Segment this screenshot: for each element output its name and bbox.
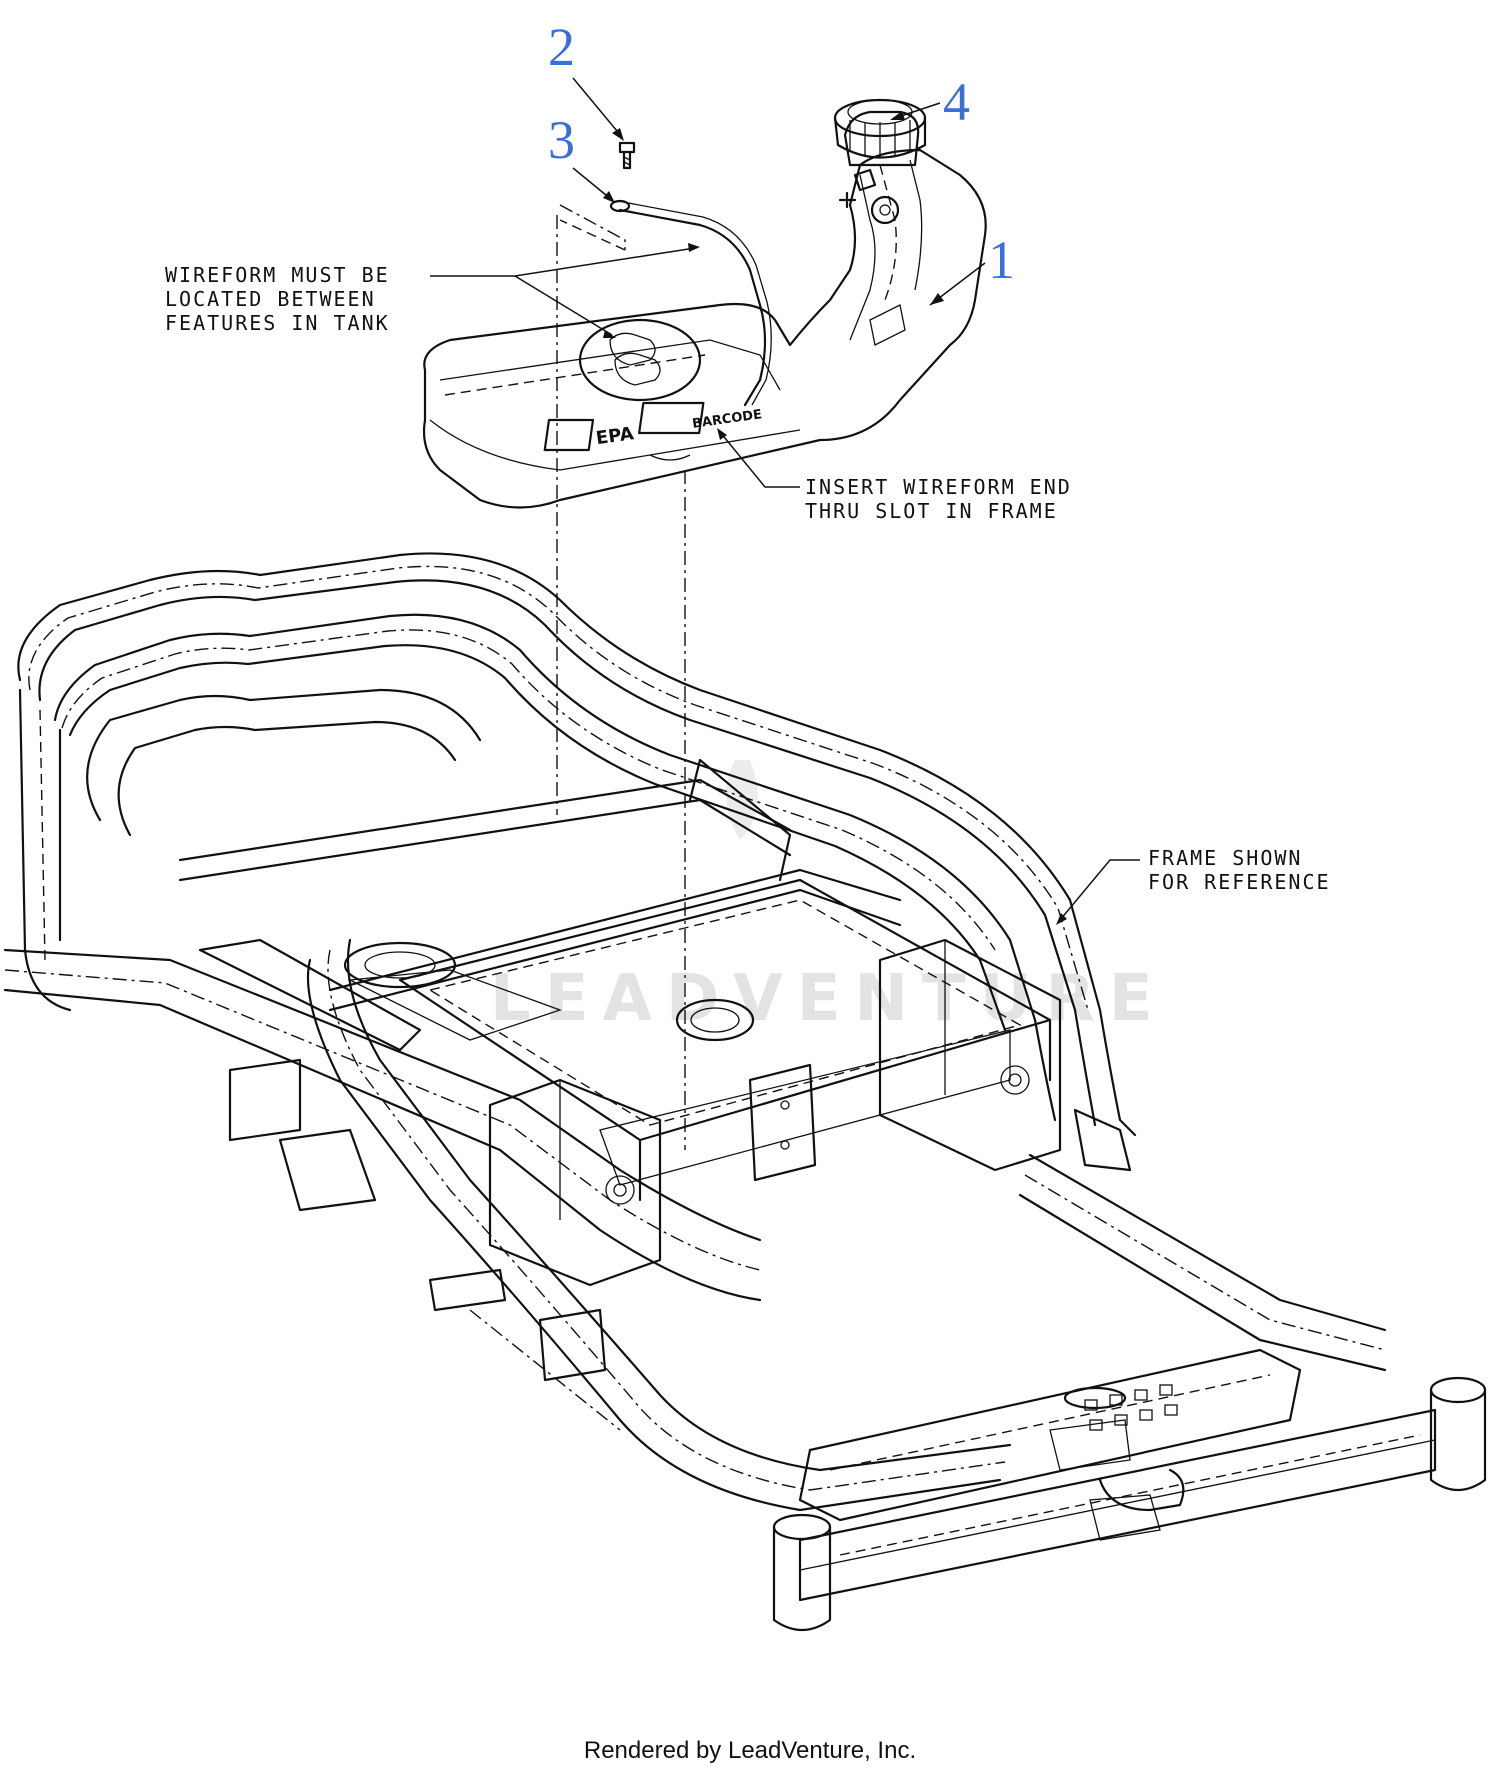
note-wireform-line-2: LOCATED BETWEEN: [165, 287, 376, 311]
note-insert-line-2: THRU SLOT IN FRAME: [805, 499, 1058, 523]
note-frame-line-2: FOR REFERENCE: [1148, 870, 1331, 894]
callout-number-3: 3: [548, 110, 575, 170]
note-wireform-line-1: WIREFORM MUST BE: [165, 263, 390, 287]
wireform: [609, 199, 772, 407]
watermark: LEADVENTURE: [490, 760, 1167, 1036]
callout-2: 2: [548, 17, 624, 141]
note-wireform-line-3: FEATURES IN TANK: [165, 311, 390, 335]
note-insert-line-1: INSERT WIREFORM END: [805, 475, 1072, 499]
note-insert: INSERT WIREFORM END THRU SLOT IN FRAME: [717, 428, 1072, 523]
frame-drawing: [3, 552, 1487, 1631]
epa-label: EPA: [595, 423, 635, 449]
callout-3: 3: [548, 110, 615, 203]
callout-number-1: 1: [988, 230, 1015, 290]
note-frame-line-1: FRAME SHOWN: [1148, 846, 1302, 870]
note-frame: FRAME SHOWN FOR REFERENCE: [1056, 846, 1331, 925]
callout-number-2: 2: [548, 17, 575, 77]
callout-4: 4: [890, 72, 970, 132]
callout-number-4: 4: [943, 72, 970, 132]
watermark-text: LEADVENTURE: [490, 962, 1167, 1036]
screw: [618, 141, 636, 170]
footer-credit: Rendered by LeadVenture, Inc.: [584, 1737, 916, 1764]
assembly-lines: [556, 204, 686, 1150]
fuel-tank: EPA BARCODE: [422, 98, 987, 509]
note-wireform: WIREFORM MUST BE LOCATED BETWEEN FEATURE…: [165, 243, 700, 338]
callout-1: 1: [929, 230, 1015, 306]
